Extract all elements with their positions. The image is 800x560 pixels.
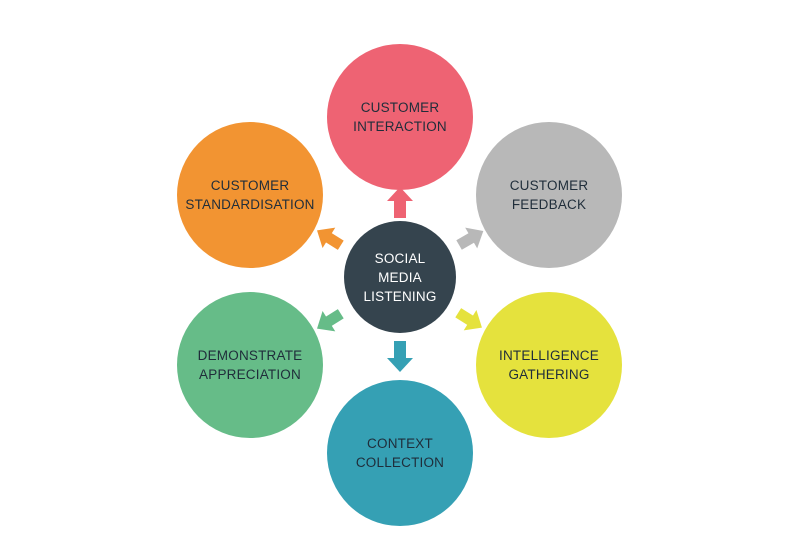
arrow-upper-left (317, 227, 344, 250)
node-label-line: STANDARDISATION (185, 197, 315, 212)
node-label-line: APPRECIATION (199, 367, 301, 382)
arrow-lower-right (455, 308, 482, 331)
node-label-line: COLLECTION (355, 455, 445, 470)
center-label-line: SOCIAL (374, 250, 426, 266)
node-demonstrate-appreciation: DEMONSTRATE APPRECIATION (177, 292, 323, 438)
center-label-line: MEDIA (378, 269, 422, 285)
arrow-lower-left (317, 309, 344, 332)
node-label-line: CUSTOMER (210, 178, 290, 193)
node-label-line: FEEDBACK (511, 197, 587, 212)
node-label-line: DEMONSTRATE (197, 348, 303, 363)
node-label-line: INTERACTION (353, 119, 447, 134)
arrow-down (387, 341, 413, 372)
node-customer-feedback: CUSTOMER FEEDBACK (476, 122, 622, 268)
center-label-line: LISTENING (363, 288, 437, 304)
node-label-line: CUSTOMER (509, 178, 589, 193)
node-context-collection: CONTEXT COLLECTION (327, 380, 473, 526)
center-node-social-media-listening: SOCIAL MEDIA LISTENING (344, 221, 456, 333)
node-label-line: INTELLIGENCE (499, 348, 599, 363)
arrow-up (387, 187, 413, 218)
node-label-line: GATHERING (508, 367, 590, 382)
node-customer-standardisation: CUSTOMER STANDARDISATION (177, 122, 323, 268)
node-intelligence-gathering: INTELLIGENCE GATHERING (476, 292, 622, 438)
node-customer-interaction: CUSTOMER INTERACTION (327, 44, 473, 190)
node-label-line: CONTEXT (367, 436, 433, 451)
node-label-line: CUSTOMER (360, 100, 440, 115)
arrow-upper-right (456, 227, 484, 250)
